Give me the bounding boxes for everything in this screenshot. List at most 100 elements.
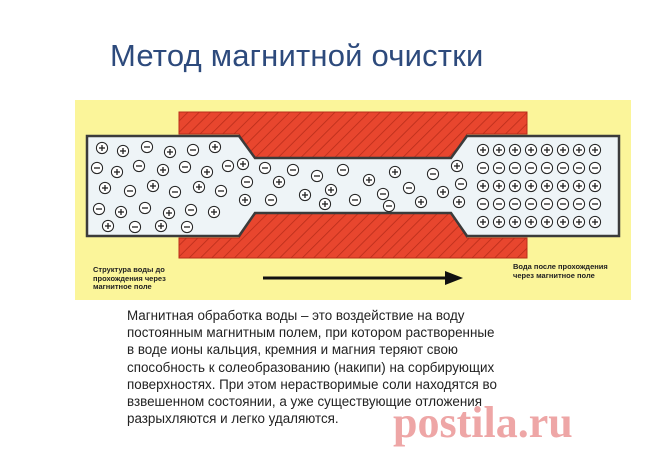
minus-ion-icon — [588, 197, 602, 211]
plus-ion-icon — [362, 173, 376, 187]
minus-ion-icon — [140, 140, 154, 154]
plus-ion-icon — [588, 143, 602, 157]
plus-ion-icon — [114, 205, 128, 219]
minus-ion-icon — [123, 184, 137, 198]
plus-ion-icon — [450, 159, 464, 173]
plus-ion-icon — [324, 183, 338, 197]
minus-ion-icon — [426, 167, 440, 181]
minus-ion-icon — [540, 161, 554, 175]
minus-ion-icon — [556, 161, 570, 175]
description-text: Магнитная обработка воды – это воздейств… — [127, 307, 602, 427]
plus-ion-icon — [200, 165, 214, 179]
plus-ion-icon — [156, 163, 170, 177]
minus-ion-icon — [540, 197, 554, 211]
plus-ion-icon — [163, 145, 177, 159]
minus-ion-icon — [336, 163, 350, 177]
plus-ion-icon — [388, 165, 402, 179]
plus-ion-icon — [192, 180, 206, 194]
plus-ion-icon — [414, 195, 428, 209]
plus-ion-icon — [492, 215, 506, 229]
label-before-field: Структура воды до прохождения через магн… — [93, 265, 166, 291]
description-line: способность к солеобразованию (накипи) н… — [127, 359, 495, 375]
description-line: в воде ионы кальция, кремния и магния те… — [127, 342, 458, 358]
minus-ion-icon — [128, 220, 142, 234]
minus-ion-icon — [214, 184, 228, 198]
minus-ion-icon — [572, 197, 586, 211]
plus-ion-icon — [492, 179, 506, 193]
label-after-field: Вода после прохождения через магнитное п… — [513, 262, 608, 280]
watermark-text: postila.ru — [393, 399, 573, 447]
minus-ion-icon — [382, 199, 396, 213]
minus-ion-icon — [376, 187, 390, 201]
plus-ion-icon — [154, 219, 168, 233]
magnetic-treatment-diagram: Структура воды до прохождения через магн… — [75, 100, 631, 300]
minus-ion-icon — [132, 159, 146, 173]
minus-ion-icon — [178, 160, 192, 174]
minus-ion-icon — [524, 161, 538, 175]
minus-ion-icon — [168, 185, 182, 199]
minus-ion-icon — [264, 193, 278, 207]
minus-ion-icon — [90, 161, 104, 175]
plus-ion-icon — [98, 181, 112, 195]
minus-ion-icon — [258, 161, 272, 175]
minus-ion-icon — [572, 161, 586, 175]
minus-ion-icon — [184, 203, 198, 217]
plus-ion-icon — [572, 215, 586, 229]
plus-ion-icon — [588, 215, 602, 229]
plus-ion-icon — [116, 144, 130, 158]
plus-ion-icon — [238, 193, 252, 207]
plus-ion-icon — [524, 215, 538, 229]
plus-ion-icon — [524, 143, 538, 157]
watermark-logo: postila.ru — [393, 399, 573, 447]
minus-ion-icon — [240, 175, 254, 189]
description-line: постоянным магнитным полем, при котором … — [127, 325, 495, 341]
plus-ion-icon — [556, 143, 570, 157]
minus-ion-icon — [310, 169, 324, 183]
description-line: взвешенном состоянии, а уже существующие… — [127, 394, 483, 410]
plus-ion-icon — [272, 175, 286, 189]
description-line: Магнитная обработка воды – это воздейств… — [127, 308, 465, 323]
plus-ion-icon — [95, 141, 109, 155]
minus-ion-icon — [508, 197, 522, 211]
plus-ion-icon — [556, 179, 570, 193]
plus-ion-icon — [298, 188, 312, 202]
plus-ion-icon — [540, 215, 554, 229]
plus-ion-icon — [436, 185, 450, 199]
plus-ion-icon — [476, 143, 490, 157]
plus-ion-icon — [540, 143, 554, 157]
plus-ion-icon — [162, 206, 176, 220]
minus-ion-icon — [492, 197, 506, 211]
minus-ion-icon — [180, 220, 194, 234]
minus-ion-icon — [476, 197, 490, 211]
plus-ion-icon — [572, 143, 586, 157]
minus-ion-icon — [348, 193, 362, 207]
minus-ion-icon — [286, 163, 300, 177]
plus-ion-icon — [588, 179, 602, 193]
plus-ion-icon — [452, 195, 466, 209]
minus-ion-icon — [588, 161, 602, 175]
plus-ion-icon — [318, 197, 332, 211]
minus-ion-icon — [186, 143, 200, 157]
arrow-right-icon — [445, 271, 463, 285]
minus-ion-icon — [556, 197, 570, 211]
plus-ion-icon — [208, 140, 222, 154]
minus-ion-icon — [402, 181, 416, 195]
plus-ion-icon — [492, 143, 506, 157]
plus-ion-icon — [207, 205, 221, 219]
minus-ion-icon — [508, 161, 522, 175]
plus-ion-icon — [101, 219, 115, 233]
pipe-diagram-svg — [85, 111, 621, 285]
minus-ion-icon — [476, 161, 490, 175]
plus-ion-icon — [540, 179, 554, 193]
minus-ion-icon — [92, 202, 106, 216]
minus-ion-icon — [221, 159, 235, 173]
minus-ion-icon — [492, 161, 506, 175]
plus-ion-icon — [110, 165, 124, 179]
page-title: Метод магнитной очистки — [110, 38, 484, 73]
plus-ion-icon — [508, 179, 522, 193]
description-line: разрыхляются и легко удаляются. — [127, 411, 339, 427]
minus-ion-icon — [524, 197, 538, 211]
plus-ion-icon — [476, 179, 490, 193]
plus-ion-icon — [508, 215, 522, 229]
plus-ion-icon — [524, 179, 538, 193]
